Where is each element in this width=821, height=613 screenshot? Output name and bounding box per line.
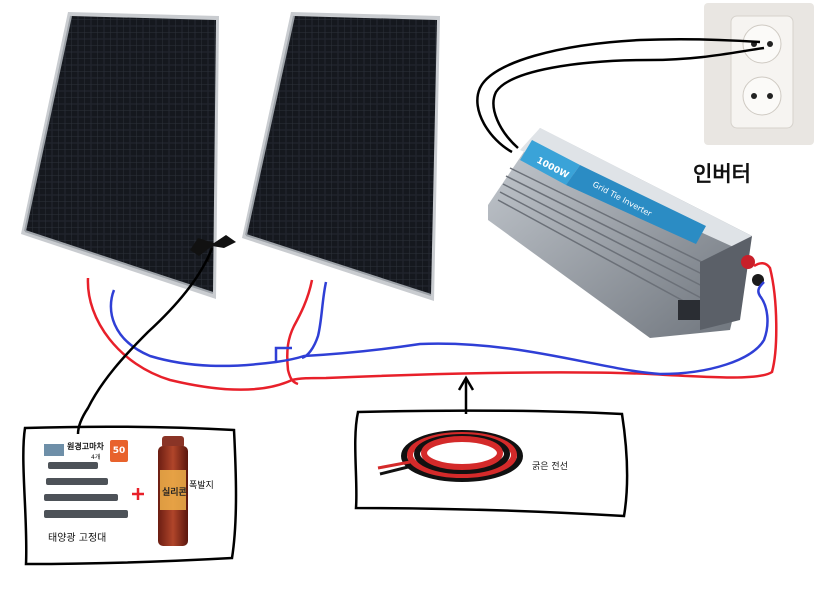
inverter-label: 인버터 <box>693 162 751 186</box>
sealant-label: 폭발지 <box>189 481 214 491</box>
bracket-box-title: 원경고마차 <box>67 442 104 451</box>
solar-panel-1 <box>21 12 219 299</box>
wall-socket-icon <box>704 3 814 145</box>
bracket-box-subtitle: 4개 <box>91 454 101 461</box>
plus-icon <box>132 488 144 500</box>
quantity-badge: 50 <box>110 440 128 462</box>
pointer-lines <box>76 247 475 435</box>
cable-label: 굵은 전선 <box>532 462 568 472</box>
inverter-icon <box>488 128 764 338</box>
cable-box-outline <box>354 409 629 518</box>
bracket-icon <box>44 444 128 518</box>
spray-can-icon <box>158 436 188 546</box>
positive-wire <box>86 262 778 391</box>
negative-wire <box>109 281 769 376</box>
solar-panel-2 <box>242 12 440 301</box>
cable-coil-icon <box>377 430 523 482</box>
mounting-box-outline <box>22 425 238 566</box>
bracket-label: 태양광 고정대 <box>48 533 107 544</box>
ac-wires <box>476 37 765 154</box>
can-text: 실리콘 <box>162 486 187 498</box>
